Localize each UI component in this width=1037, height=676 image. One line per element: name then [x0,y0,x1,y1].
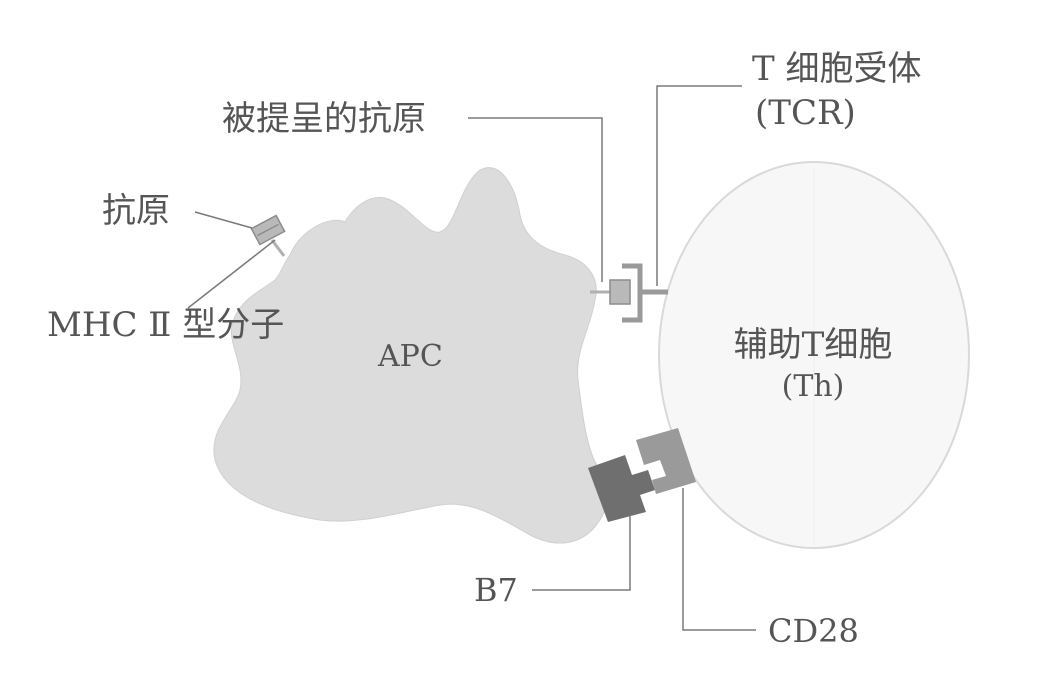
label-b7: B7 [474,571,518,609]
b7-molecule [588,455,655,522]
leader-b7 [532,515,631,591]
label-mhc2: MHC Ⅱ 型分子 [47,305,284,345]
label-th-line1: 辅助T细胞 [734,325,893,365]
leader-cd28 [682,488,756,631]
leader-mhc2 [187,239,276,309]
label-th-line2: (Th) [782,369,845,404]
label-cd28: CD28 [768,612,859,650]
label-antigen: 抗原 [102,191,170,231]
label-apc: APC [377,339,443,374]
leader-presented-antigen [468,117,603,282]
leader-antigen [194,211,253,229]
label-tcr-line1: T 细胞受体 [752,49,922,89]
leader-lines [187,85,756,631]
cd28-molecule [636,428,696,494]
presented-antigen-complex [609,279,631,305]
label-tcr-line2: (TCR) [755,93,856,133]
leader-tcr [656,85,742,286]
label-presented-antigen: 被提呈的抗原 [222,99,426,139]
mhc2-stalk [270,239,286,257]
antigen-mhc2-complex [250,214,286,246]
